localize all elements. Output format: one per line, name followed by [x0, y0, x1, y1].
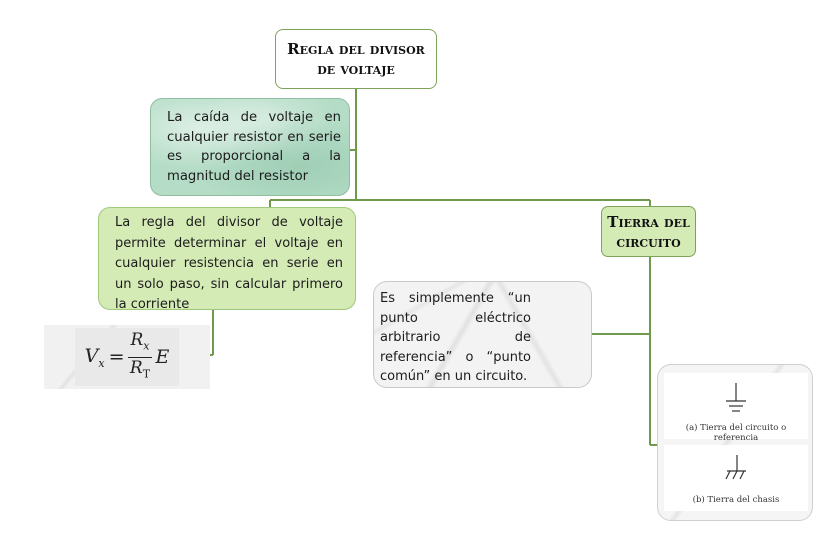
formula-lhs-sub: x [98, 356, 105, 370]
divider-rule-note: La regla del divisor de voltaje permite … [98, 207, 356, 312]
formula-rhs: E [155, 346, 170, 368]
circuit-ground-caption: (a) Tierra del circuito o referencia [685, 423, 787, 443]
formula-fraction: Rx RT [128, 330, 152, 384]
circuit-ground-panel: (a) Tierra del circuito o referencia [664, 373, 808, 443]
main-title: Regla del divisor de voltaje [287, 40, 425, 78]
formula-lhs: V [84, 344, 99, 367]
formula-image: Vx = Rx RT E [44, 325, 210, 389]
tierra-title-node: Tierra del circuito [601, 206, 696, 257]
main-title-node: Regla del divisor de voltaje [275, 29, 437, 89]
tierra-title: Tierra del circuito [607, 212, 690, 251]
voltage-drop-text: La caída de voltaje en cualquier resisto… [167, 110, 341, 184]
divider-rule-text: La regla del divisor de voltaje permite … [115, 215, 343, 312]
ground-symbols-figure: (a) Tierra del circuito o referencia (b)… [657, 364, 813, 521]
tierra-definition-note: Es simplemente “un punto eléctrico arbit… [373, 281, 592, 388]
chassis-ground-panel: (b) Tierra del chasis [664, 445, 808, 511]
formula-denominator-sub: T [142, 366, 151, 380]
circuit-ground-icon [726, 383, 746, 412]
chassis-ground-caption: (b) Tierra del chasis [692, 495, 780, 505]
voltage-divider-formula: Vx = Rx RT E [74, 328, 180, 386]
chassis-ground-icon [725, 455, 746, 480]
formula-numerator: R [130, 330, 144, 351]
formula-numerator-sub: x [143, 339, 150, 353]
tierra-definition-text: Es simplemente “un punto eléctrico arbit… [380, 291, 531, 384]
formula-denominator: R [129, 357, 143, 378]
formula-equals: = [108, 346, 125, 368]
voltage-drop-note: La caída de voltaje en cualquier resisto… [150, 98, 350, 196]
